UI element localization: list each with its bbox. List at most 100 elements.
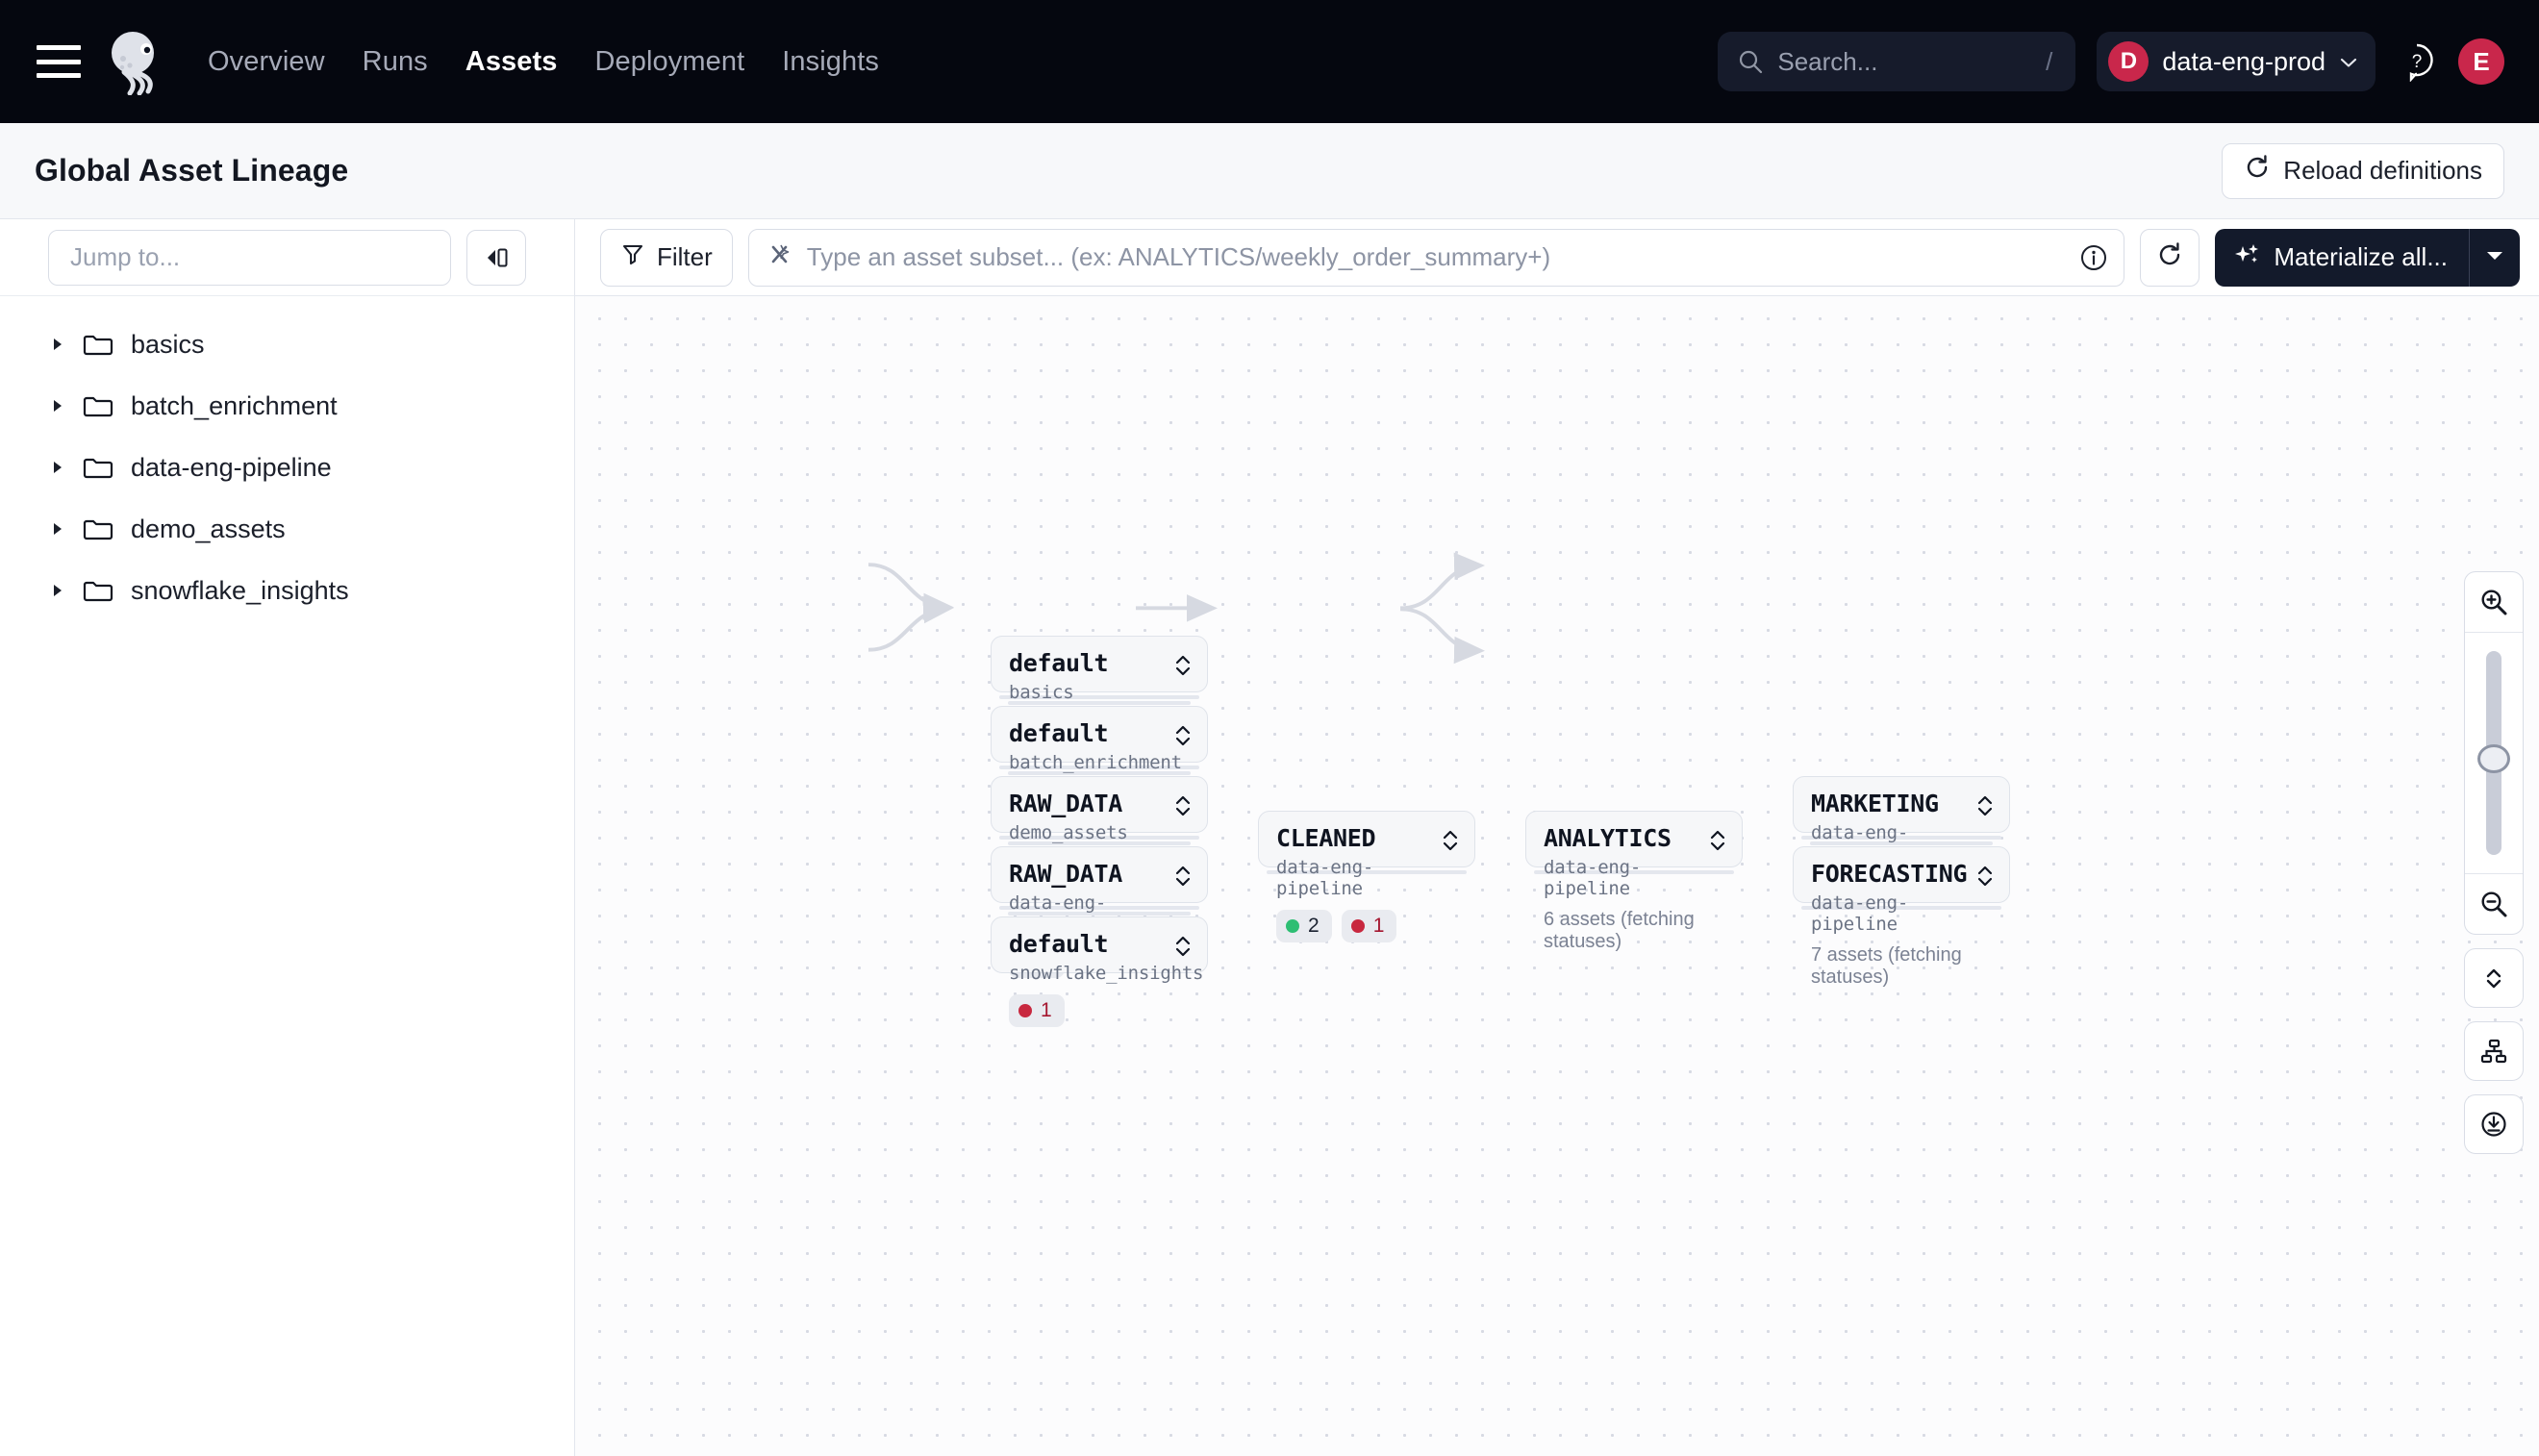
global-search-input[interactable]: Search... / xyxy=(1718,32,2076,91)
asset-group-node-marketing[interactable]: MARKETING data-eng-pipeline 3 xyxy=(1793,776,2010,908)
dagster-logo-icon[interactable] xyxy=(106,28,169,96)
asset-group-tree: basics batch_enrichment xyxy=(0,296,574,1456)
materialize-all-button[interactable]: Materialize all... xyxy=(2215,228,2520,287)
expand-collapse-icon[interactable] xyxy=(1174,722,1192,749)
node-card[interactable]: MARKETING data-eng-pipeline 3 xyxy=(1793,776,2010,908)
folder-icon xyxy=(83,455,113,480)
search-shortcut-hint: / xyxy=(2046,46,2053,76)
node-stack-line xyxy=(1801,836,2001,840)
expand-collapse-icon[interactable] xyxy=(1174,792,1192,819)
sidebar-item-label: basics xyxy=(131,329,205,359)
filter-label: Filter xyxy=(657,242,713,271)
asset-group-node-data-eng-pipeline-raw-data[interactable]: RAW_DATA data-eng-pipeline 2 xyxy=(991,846,1208,978)
expand-collapse-icon[interactable] xyxy=(1174,652,1192,679)
graph-layout-icon[interactable] xyxy=(2464,1021,2524,1081)
node-card[interactable]: CLEANED data-eng-pipeline 2 1 xyxy=(1258,811,1475,942)
node-subtitle: data-eng-pipeline xyxy=(1544,856,1642,899)
asset-subset-input[interactable]: Type an asset subset... (ex: ANALYTICS/w… xyxy=(747,228,2125,287)
asset-group-node-demo-assets-raw-data[interactable]: RAW_DATA demo_assets 1 xyxy=(991,776,1208,887)
download-icon[interactable] xyxy=(2464,1094,2524,1154)
hamburger-menu-icon[interactable] xyxy=(37,45,81,78)
reload-definitions-button[interactable]: Reload definitions xyxy=(2222,142,2504,199)
node-stack-line xyxy=(999,906,1199,910)
expand-collapse-all-icon[interactable] xyxy=(2464,948,2524,1008)
nav-link-assets[interactable]: Assets xyxy=(465,45,558,77)
deployment-switcher[interactable]: D data-eng-prod xyxy=(2097,32,2376,91)
expand-collapse-icon[interactable] xyxy=(1442,827,1459,854)
status-count: 2 xyxy=(1308,914,1320,937)
edge-analytics-to-marketing xyxy=(1399,552,1485,611)
node-card[interactable]: RAW_DATA demo_assets 1 xyxy=(991,776,1208,887)
node-subtitle: basics xyxy=(1009,681,1074,703)
node-stack-line xyxy=(1008,701,1191,705)
status-badge[interactable]: 1 xyxy=(1341,909,1397,942)
nav-right-cluster: Search... / D data-eng-prod ? E xyxy=(1718,0,2504,123)
zoom-slider-thumb[interactable] xyxy=(2477,744,2510,773)
asset-group-node-analytics[interactable]: ANALYTICS data-eng-pipeline 6 assets (fe… xyxy=(1525,811,1743,952)
refresh-icon xyxy=(2244,154,2271,188)
node-title: ANALYTICS xyxy=(1544,824,1672,852)
node-stack-line xyxy=(999,836,1199,840)
lineage-canvas[interactable]: default basics 3 xyxy=(575,296,2539,1456)
expand-collapse-icon[interactable] xyxy=(1174,863,1192,890)
jump-to-input[interactable] xyxy=(48,229,451,286)
collapse-panel-icon[interactable] xyxy=(466,229,526,286)
node-card[interactable]: FORECASTING data-eng-pipeline 7 assets (… xyxy=(1793,846,2010,988)
materialize-all-main[interactable]: Materialize all... xyxy=(2215,229,2469,287)
sidebar-item-snowflake-insights[interactable]: snowflake_insights xyxy=(0,560,574,621)
status-dot-failed xyxy=(1350,918,1365,933)
zoom-slider-group xyxy=(2464,571,2524,935)
node-status-text: 7 assets (fetching statuses) xyxy=(1811,943,1962,988)
expand-collapse-icon[interactable] xyxy=(1976,792,1994,819)
folder-icon xyxy=(83,332,113,357)
asset-group-node-cleaned[interactable]: CLEANED data-eng-pipeline 2 1 xyxy=(1258,811,1475,942)
svg-text:?: ? xyxy=(2412,52,2423,72)
node-title: CLEANED xyxy=(1276,824,1376,852)
chevron-right-icon[interactable] xyxy=(50,581,65,600)
top-navigation-bar: Overview Runs Assets Deployment Insights… xyxy=(0,0,2539,123)
info-circle-icon[interactable] xyxy=(2079,243,2108,272)
expand-collapse-icon[interactable] xyxy=(1976,863,1994,890)
expand-collapse-icon[interactable] xyxy=(1709,827,1726,854)
chevron-right-icon[interactable] xyxy=(50,458,65,477)
asset-group-node-basics-default[interactable]: default basics 3 xyxy=(991,636,1208,746)
asset-group-node-snowflake-insights-default[interactable]: default snowflake_insights 1 xyxy=(991,916,1208,1027)
help-circle-icon[interactable]: ? xyxy=(2397,41,2437,83)
sidebar-item-label: demo_assets xyxy=(131,514,286,543)
nav-link-overview[interactable]: Overview xyxy=(208,45,325,77)
node-card[interactable]: default batch_enrichment 2 xyxy=(991,706,1208,816)
node-card[interactable]: default snowflake_insights 1 xyxy=(991,916,1208,1027)
nav-link-runs[interactable]: Runs xyxy=(362,45,428,77)
sidebar-item-data-eng-pipeline[interactable]: data-eng-pipeline xyxy=(0,437,574,498)
node-card[interactable]: ANALYTICS data-eng-pipeline 6 assets (fe… xyxy=(1525,811,1743,952)
sidebar-item-demo-assets[interactable]: demo_assets xyxy=(0,498,574,560)
status-badge[interactable]: 1 xyxy=(1009,993,1065,1027)
zoom-out-icon[interactable] xyxy=(2465,874,2523,934)
zoom-in-icon[interactable] xyxy=(2465,572,2523,632)
edge-pipeline-raw-to-cleaned xyxy=(867,595,954,652)
chevron-right-icon[interactable] xyxy=(50,396,65,415)
refresh-lineage-button[interactable] xyxy=(2140,228,2200,287)
nav-link-insights[interactable]: Insights xyxy=(782,45,879,77)
sidebar-item-batch-enrichment[interactable]: batch_enrichment xyxy=(0,375,574,437)
nav-link-deployment[interactable]: Deployment xyxy=(594,45,745,77)
expand-collapse-icon[interactable] xyxy=(1174,933,1192,960)
sidebar-item-basics[interactable]: basics xyxy=(0,314,574,375)
reload-definitions-label: Reload definitions xyxy=(2283,156,2482,185)
status-badge[interactable]: 2 xyxy=(1276,909,1332,942)
node-card[interactable]: default basics 3 xyxy=(991,636,1208,746)
sidebar-toolbar xyxy=(0,219,574,296)
asset-group-node-batch-enrichment-default[interactable]: default batch_enrichment 2 xyxy=(991,706,1208,816)
asset-group-node-forecasting[interactable]: FORECASTING data-eng-pipeline 7 assets (… xyxy=(1793,846,2010,988)
node-stack-line xyxy=(999,766,1199,769)
node-card[interactable]: RAW_DATA data-eng-pipeline 2 xyxy=(991,846,1208,978)
filter-button[interactable]: Filter xyxy=(600,228,733,287)
zoom-level-slider[interactable] xyxy=(2465,633,2523,873)
user-avatar[interactable]: E xyxy=(2458,38,2504,85)
asset-group-sidebar: basics batch_enrichment xyxy=(0,219,575,1456)
asset-selection-icon xyxy=(767,241,793,273)
materialize-dropdown-toggle[interactable] xyxy=(2470,229,2520,287)
node-title: RAW_DATA xyxy=(1009,790,1123,817)
chevron-right-icon[interactable] xyxy=(50,335,65,354)
chevron-right-icon[interactable] xyxy=(50,519,65,539)
